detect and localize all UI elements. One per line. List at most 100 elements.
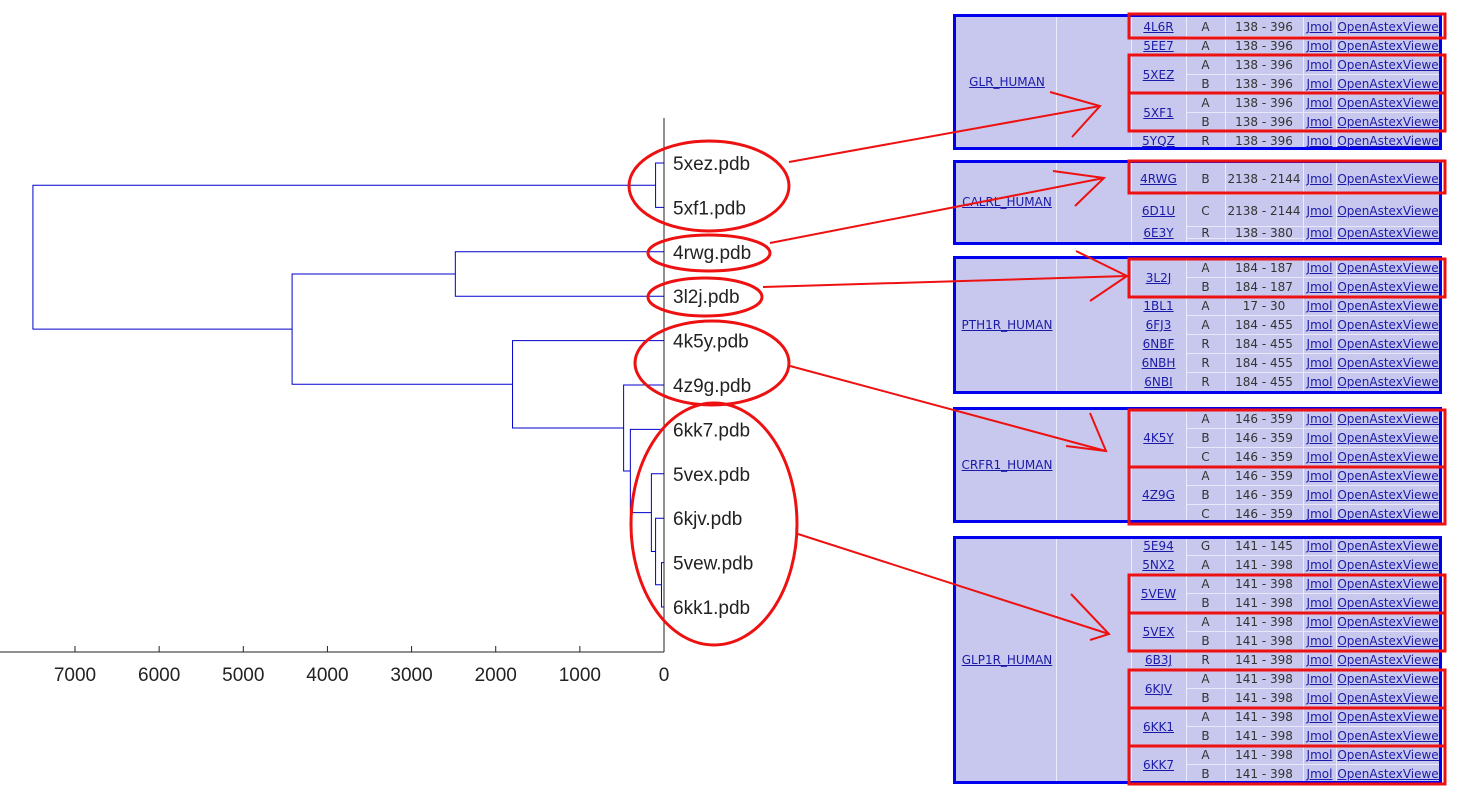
pdb-id-link[interactable]: 4Z9G <box>1142 488 1175 502</box>
jmol-link[interactable]: Jmol <box>1306 615 1333 629</box>
pdb-id-link[interactable]: 3L2J <box>1145 270 1172 285</box>
pdb-id-link[interactable]: 5XEZ <box>1142 67 1175 82</box>
jmol-link[interactable]: Jmol <box>1306 710 1333 724</box>
openastexviewer-link[interactable]: OpenAstexViewer <box>1337 115 1442 129</box>
jmol-link[interactable]: Jmol <box>1306 748 1333 762</box>
jmol-link[interactable]: Jmol <box>1306 337 1333 351</box>
pdb-id-link[interactable]: 6D1U <box>1141 203 1176 218</box>
jmol-link[interactable]: Jmol <box>1306 507 1333 521</box>
openastexviewer-link[interactable]: OpenAstexViewer <box>1337 58 1442 72</box>
uniprot-id-link[interactable]: GLR_HUMAN <box>969 74 1045 89</box>
openastexviewer-link[interactable]: OpenAstexViewer <box>1337 653 1442 667</box>
pdb-id-link[interactable]: 6KK7 <box>1142 757 1174 772</box>
jmol-link[interactable]: Jmol <box>1306 58 1333 72</box>
pdb-id-link[interactable]: 4K5Y <box>1143 431 1174 445</box>
openastexviewer-link[interactable]: OpenAstexViewer <box>1337 134 1442 148</box>
openastexviewer-link[interactable]: OpenAstexViewer <box>1337 375 1442 389</box>
jmol-link[interactable]: Jmol <box>1306 20 1333 34</box>
openastexviewer-link[interactable]: OpenAstexViewer <box>1337 337 1442 351</box>
jmol-link[interactable]: Jmol <box>1306 431 1333 445</box>
jmol-link[interactable]: Jmol <box>1306 596 1333 610</box>
jmol-link[interactable]: Jmol <box>1306 767 1333 781</box>
openastexviewer-link[interactable]: OpenAstexViewer <box>1337 356 1442 370</box>
openastexviewer-link[interactable]: OpenAstexViewer <box>1337 596 1442 610</box>
jmol-link[interactable]: Jmol <box>1306 39 1333 53</box>
openastexviewer-link[interactable]: OpenAstexViewer <box>1337 261 1442 275</box>
openastexviewer-link[interactable]: OpenAstexViewer <box>1337 729 1442 743</box>
pdb-id-link[interactable]: 4L6R <box>1143 20 1174 34</box>
jmol-link[interactable]: Jmol <box>1306 577 1333 591</box>
openastexviewer-link[interactable]: OpenAstexViewer <box>1337 39 1442 53</box>
openastexviewer-link[interactable]: OpenAstexViewer <box>1337 539 1442 553</box>
pdb-id-link[interactable]: 4RWG <box>1140 171 1177 186</box>
openastexviewer-link[interactable]: OpenAstexViewer <box>1337 577 1442 591</box>
jmol-link[interactable]: Jmol <box>1306 450 1333 464</box>
jmol-link[interactable]: Jmol <box>1306 203 1333 218</box>
jmol-link[interactable]: Jmol <box>1306 225 1333 240</box>
openastexviewer-link[interactable]: OpenAstexViewer <box>1337 450 1442 464</box>
openastexviewer-link[interactable]: OpenAstexViewer <box>1337 748 1442 762</box>
openastexviewer-link[interactable]: OpenAstexViewer <box>1337 20 1442 34</box>
jmol-link[interactable]: Jmol <box>1306 356 1333 370</box>
openastexviewer-link[interactable]: OpenAstexViewer <box>1337 672 1442 686</box>
uniprot-id-link[interactable]: CALRL_HUMAN <box>962 195 1052 209</box>
jmol-link[interactable]: Jmol <box>1306 634 1333 648</box>
openastexviewer-link[interactable]: OpenAstexViewer <box>1337 77 1442 91</box>
jmol-link[interactable]: Jmol <box>1306 558 1333 572</box>
pdb-id-link[interactable]: 6KK1 <box>1142 719 1174 734</box>
openastexviewer-link[interactable]: OpenAstexViewer <box>1337 488 1442 502</box>
jmol-link[interactable]: Jmol <box>1306 171 1333 186</box>
jmol-link[interactable]: Jmol <box>1306 115 1333 129</box>
jmol-link[interactable]: Jmol <box>1306 412 1333 426</box>
uniprot-id-link[interactable]: CRFR1_HUMAN <box>961 457 1053 472</box>
openastexviewer-link[interactable]: OpenAstexViewer <box>1337 171 1442 186</box>
jmol-link[interactable]: Jmol <box>1306 261 1333 275</box>
pdb-id-link[interactable]: 5VEW <box>1140 586 1177 601</box>
pdb-id-link[interactable]: 6FJ3 <box>1145 318 1172 332</box>
jmol-link[interactable]: Jmol <box>1306 96 1333 110</box>
jmol-link[interactable]: Jmol <box>1306 672 1333 686</box>
openastexviewer-link[interactable]: OpenAstexViewer <box>1337 299 1442 313</box>
pdb-id-link[interactable]: 5EE7 <box>1143 39 1174 53</box>
pdb-id-link[interactable]: 6KJV <box>1144 681 1173 696</box>
openastexviewer-link[interactable]: OpenAstexViewer <box>1337 469 1442 483</box>
pdb-id-link[interactable]: 5YQZ <box>1142 134 1175 148</box>
pdb-id-link[interactable]: 6E3Y <box>1143 225 1174 240</box>
jmol-link[interactable]: Jmol <box>1306 134 1333 148</box>
pdb-id-link[interactable]: 6NBF <box>1142 337 1175 351</box>
pdb-id-link[interactable]: 5E94 <box>1143 539 1174 553</box>
jmol-link[interactable]: Jmol <box>1306 488 1333 502</box>
pdb-id-link[interactable]: 6NBI <box>1144 375 1173 389</box>
openastexviewer-link[interactable]: OpenAstexViewer <box>1337 615 1442 629</box>
uniprot-id-link[interactable]: PTH1R_HUMAN <box>961 317 1053 332</box>
jmol-link[interactable]: Jmol <box>1306 318 1333 332</box>
openastexviewer-link[interactable]: OpenAstexViewer <box>1337 96 1442 110</box>
openastexviewer-link[interactable]: OpenAstexViewer <box>1337 412 1442 426</box>
jmol-link[interactable]: Jmol <box>1306 299 1333 313</box>
pdb-id-link[interactable]: 1BL1 <box>1143 299 1174 313</box>
openastexviewer-link[interactable]: OpenAstexViewer <box>1337 225 1442 240</box>
jmol-link[interactable]: Jmol <box>1306 469 1333 483</box>
openastexviewer-link[interactable]: OpenAstexViewer <box>1337 691 1442 705</box>
jmol-link[interactable]: Jmol <box>1306 539 1333 553</box>
jmol-link[interactable]: Jmol <box>1306 729 1333 743</box>
pdb-id-link[interactable]: 5VEX <box>1142 624 1175 639</box>
pdb-id-link[interactable]: 6B3J <box>1144 653 1173 667</box>
openastexviewer-link[interactable]: OpenAstexViewer <box>1337 767 1442 781</box>
openastexviewer-link[interactable]: OpenAstexViewer <box>1337 431 1442 445</box>
jmol-link[interactable]: Jmol <box>1306 375 1333 389</box>
jmol-link[interactable]: Jmol <box>1306 77 1333 91</box>
jmol-link[interactable]: Jmol <box>1306 280 1333 294</box>
openastexviewer-link[interactable]: OpenAstexViewer <box>1337 710 1442 724</box>
jmol-link[interactable]: Jmol <box>1306 653 1333 667</box>
jmol-link[interactable]: Jmol <box>1306 691 1333 705</box>
openastexviewer-link[interactable]: OpenAstexViewer <box>1337 507 1442 521</box>
openastexviewer-link[interactable]: OpenAstexViewer <box>1337 318 1442 332</box>
openastexviewer-link[interactable]: OpenAstexViewer <box>1337 558 1442 572</box>
openastexviewer-link[interactable]: OpenAstexViewer <box>1337 280 1442 294</box>
uniprot-id-link[interactable]: GLP1R_HUMAN <box>961 652 1053 667</box>
pdb-id-link[interactable]: 5XF1 <box>1143 105 1174 120</box>
openastexviewer-link[interactable]: OpenAstexViewer <box>1337 634 1442 648</box>
pdb-id-link[interactable]: 6NBH <box>1141 356 1176 370</box>
pdb-id-link[interactable]: 5NX2 <box>1142 558 1175 572</box>
